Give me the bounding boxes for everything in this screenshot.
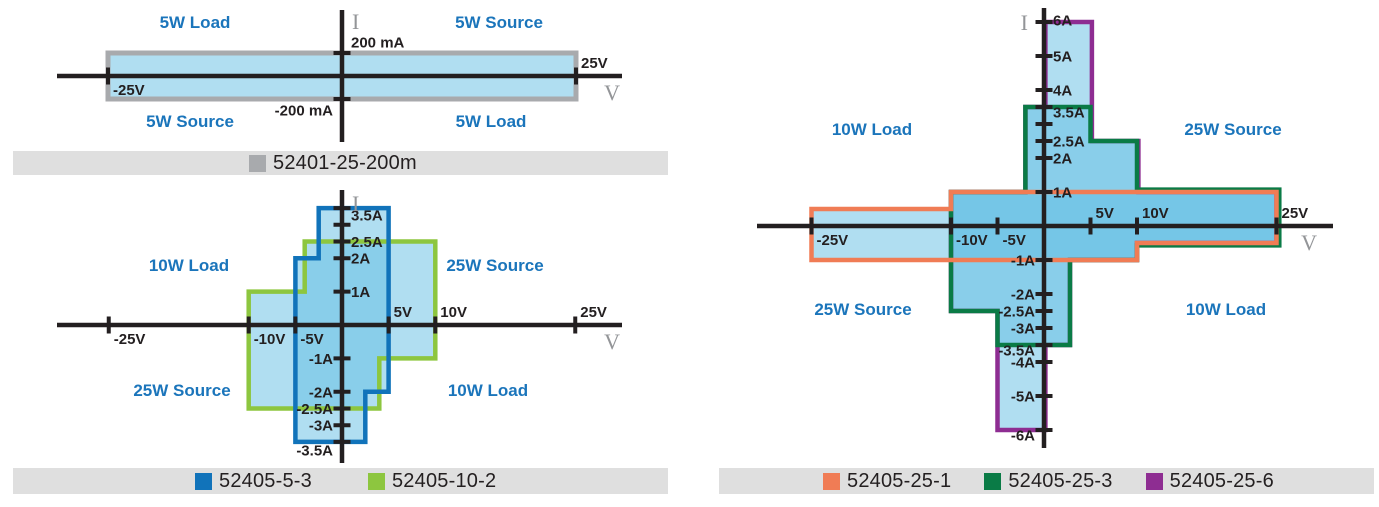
legend-swatch-icon [195, 472, 212, 490]
v-tick-label: 25V [580, 304, 607, 321]
v-tick-label: -25V [817, 232, 849, 249]
i-tick-label: 2.5A [351, 234, 383, 251]
quadrant-label: 25W Source [133, 381, 230, 400]
i-axis-letter: I [1021, 10, 1028, 35]
legend-label: 52405-5-3 [219, 470, 312, 492]
i-tick-label: -200 mA [275, 103, 334, 120]
legend-swatch-icon [249, 154, 266, 172]
legend-swatch-icon [984, 472, 1002, 490]
v-axis-letter: V [1301, 230, 1317, 255]
v-tick-label: 10V [440, 304, 467, 321]
i-tick-label: 5A [1053, 49, 1072, 66]
i-tick-label: -3.5A [998, 343, 1035, 360]
legend-item: 52405-25-6 [1145, 470, 1274, 492]
i-tick-label: 4A [1053, 83, 1072, 100]
legend-bar-chart-A: 52401-25-200m [13, 151, 668, 175]
i-axis-letter: I [352, 191, 359, 216]
legend-swatch-icon [367, 472, 385, 490]
i-tick-label: 2.5A [1053, 134, 1085, 151]
quadrant-label: 25W Source [1184, 120, 1281, 139]
i-tick-label: 6A [1053, 13, 1072, 30]
i-axis-letter: I [352, 9, 359, 34]
v-tick-label: -10V [254, 331, 286, 348]
i-tick-label: -4A [1011, 355, 1035, 372]
i-tick-label: 3.5A [1053, 105, 1085, 122]
legend-item: 52405-25-3 [984, 471, 1112, 491]
legend-swatch-icon [823, 472, 840, 490]
quadrant-label: 10W Load [832, 120, 912, 139]
v-tick-label: -5V [300, 331, 323, 348]
legend-item: 52405-25-1 [823, 471, 951, 491]
v-axis-letter: V [604, 80, 620, 105]
legend-item: 52401-25-200m [249, 153, 417, 173]
i-tick-label: -3A [309, 418, 333, 435]
quadrant-label: 5W Load [160, 13, 231, 32]
i-tick-label: 200 mA [351, 35, 405, 52]
i-tick-label: -1A [1011, 253, 1035, 270]
i-tick-label: -2.5A [296, 401, 333, 418]
i-tick-label: -6A [1011, 428, 1035, 445]
legend-bar-chart-C: 52405-25-1 52405-25-3 52405-25-6 [719, 468, 1374, 494]
legend-label: 52401-25-200m [273, 152, 417, 174]
v-tick-label: 10V [1142, 205, 1169, 222]
quadrant-label: 10W Load [149, 256, 229, 275]
legend-item: 52405-5-3 [195, 471, 312, 491]
i-tick-label: -3A [1011, 321, 1035, 338]
i-tick-label: -2A [309, 384, 333, 401]
i-tick-label: -5A [1011, 389, 1035, 406]
legend-label: 52405-25-6 [1169, 470, 1274, 492]
i-tick-label: 2A [351, 251, 370, 268]
i-tick-label: -2A [1011, 287, 1035, 304]
envelope-outline-52405-10-2 [246, 239, 438, 411]
v-axis-letter: V [604, 329, 620, 354]
i-tick-label: 1A [1053, 185, 1072, 202]
envelope-outline-52405-5-3 [293, 205, 391, 445]
quadrant-label: 5W Source [146, 112, 234, 131]
quadrant-label: 10W Load [448, 381, 528, 400]
i-tick-label: 1A [351, 284, 370, 301]
quadrant-label: 25W Source [446, 256, 543, 275]
quadrant-label: 10W Load [1186, 300, 1266, 319]
legend-label: 52405-25-3 [1008, 470, 1113, 492]
envelope-outline-52405-25-1 [809, 189, 1279, 263]
v-tick-label: 25V [581, 55, 608, 72]
legend-item: 52405-10-2 [367, 470, 497, 492]
v-tick-label: 25V [1282, 205, 1309, 222]
chart-A: -25V 25V 200 mA -200 mA 5W Load 5W Source 5W S… [57, 9, 622, 142]
quadrant-label: 5W Load [456, 112, 527, 131]
i-tick-label: 2A [1053, 151, 1072, 168]
legend-label: 52405-25-1 [847, 470, 952, 492]
v-tick-label: -25V [114, 331, 146, 348]
i-tick-label: -3.5A [296, 442, 333, 459]
legend-bar-chart-B: 52405-5-3 52405-10-2 [13, 468, 668, 494]
i-tick-label: -2.5A [998, 304, 1035, 321]
quadrant-label: 5W Source [455, 13, 543, 32]
v-tick-label: 5V [1096, 205, 1114, 222]
i-tick-label: 3.5A [351, 208, 383, 225]
v-tick-label: -5V [1003, 232, 1026, 249]
v-tick-label: 5V [394, 304, 412, 321]
legend-swatch-icon [1145, 472, 1163, 490]
legend-label: 52405-10-2 [391, 470, 497, 492]
v-tick-label: -10V [956, 232, 988, 249]
quadrant-label: 25W Source [814, 300, 911, 319]
v-tick-label: -25V [113, 82, 145, 99]
i-tick-label: -1A [309, 351, 333, 368]
